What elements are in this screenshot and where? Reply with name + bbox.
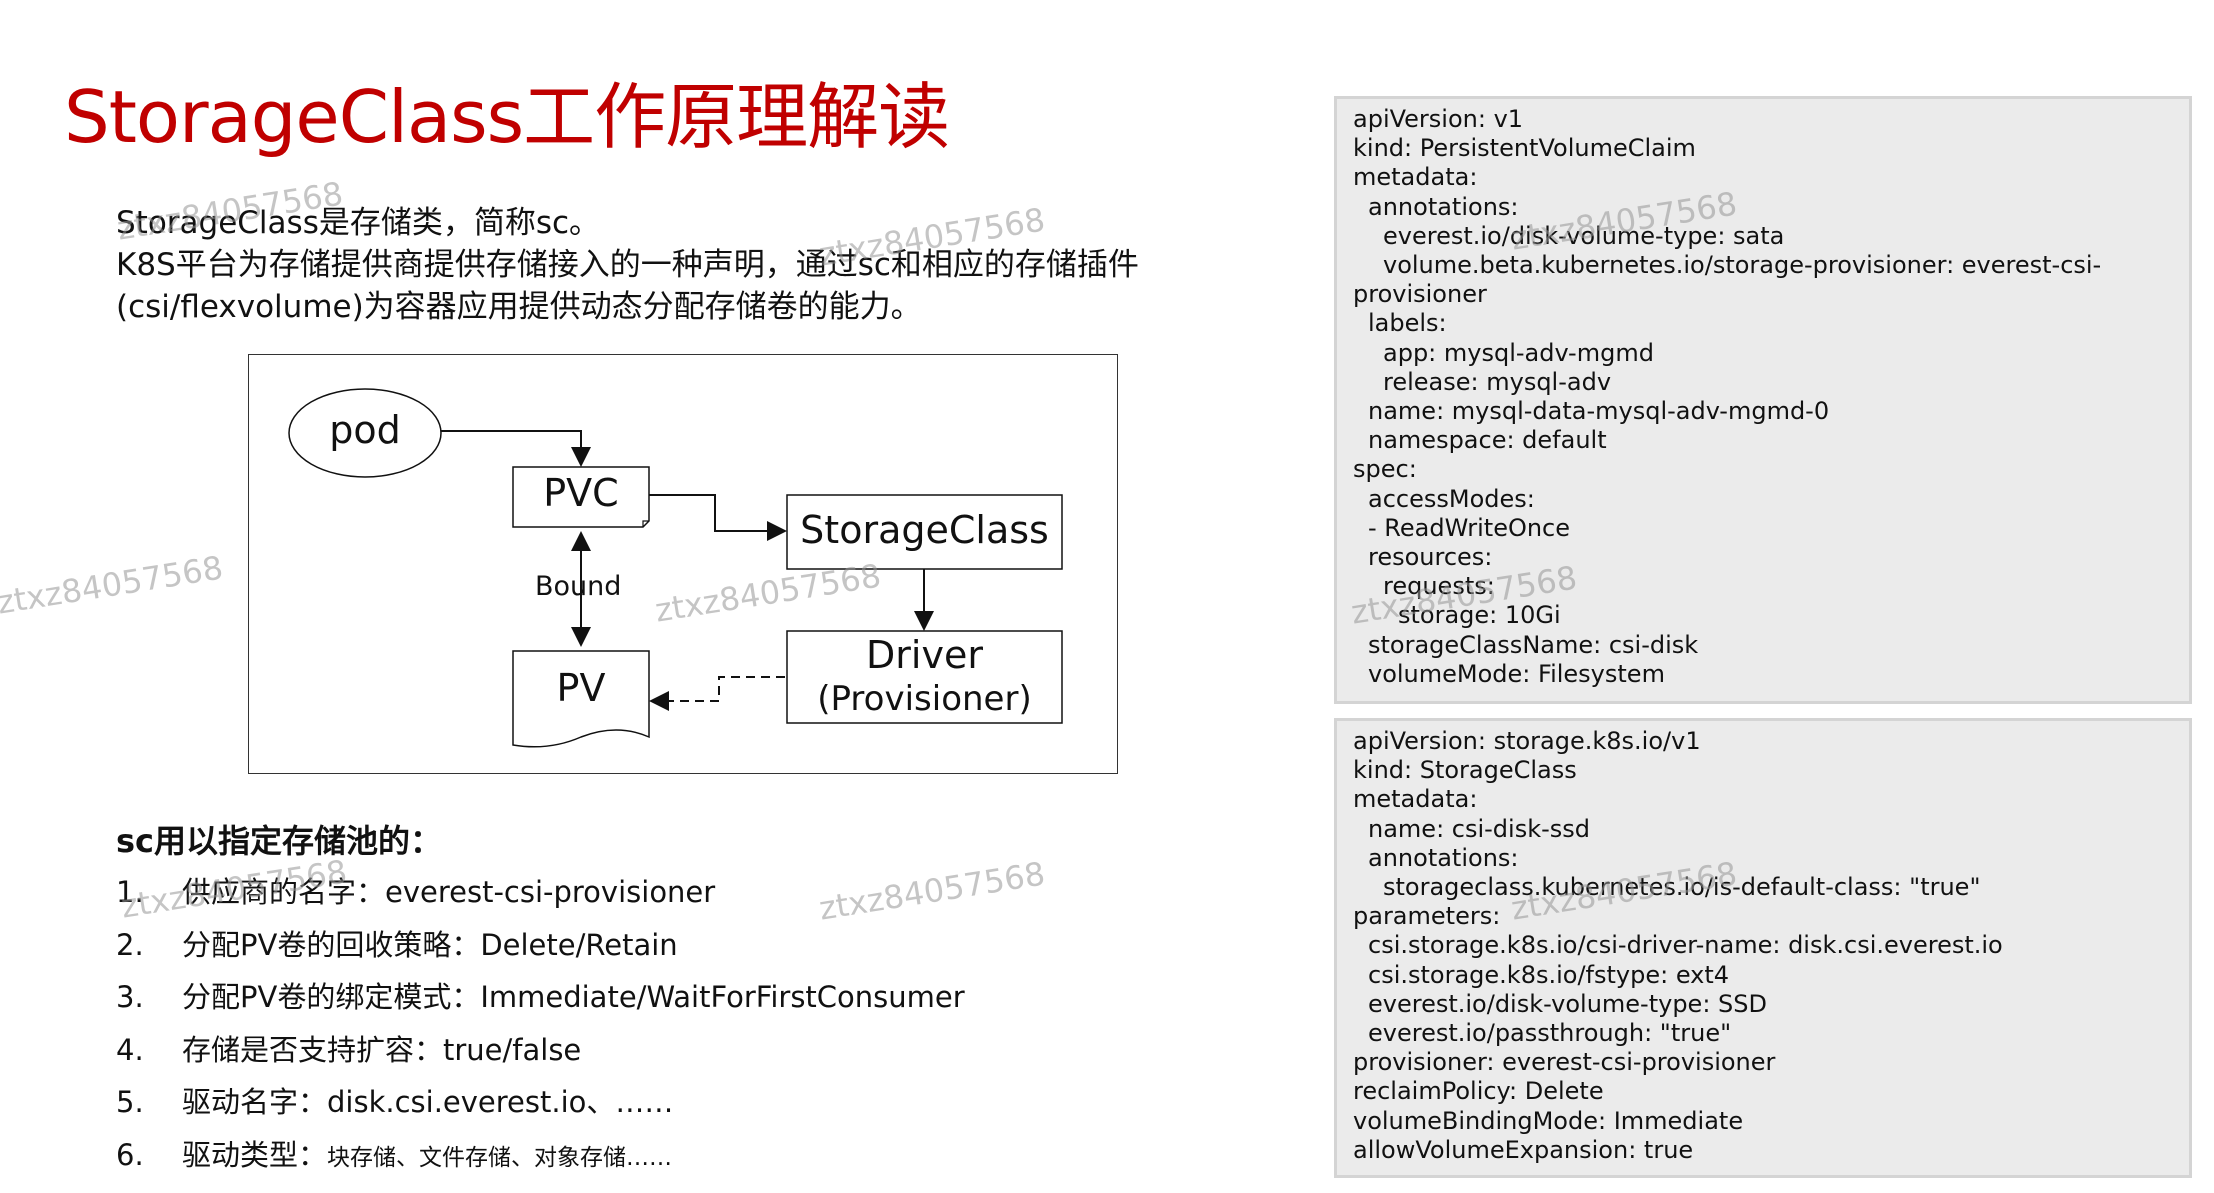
code-line: provisioner <box>1353 280 1487 309</box>
list-item-text: 分配PV卷的回收策略：Delete/Retain <box>182 927 678 962</box>
list-item-number: 3. <box>116 980 144 1014</box>
driver-node <box>786 630 1063 724</box>
code-line: kind: StorageClass <box>1353 756 1577 785</box>
provisioner-label: (Provisioner) <box>817 679 1032 719</box>
code-line: - ReadWriteOnce <box>1368 513 1571 542</box>
code-line: csi.storage.k8s.io/fstype: ext4 <box>1368 960 1730 989</box>
list-item: 2. 分配PV卷的回收策略：Delete/Retain <box>116 925 1266 978</box>
code-line: apiVersion: v1 <box>1353 105 1524 133</box>
code-line: metadata: <box>1353 163 1478 192</box>
code-line: accessModes: <box>1368 484 1535 513</box>
storageclass-node <box>786 494 1063 570</box>
list-item: 3. 分配PV卷的绑定模式：Immediate/WaitForFirstConsu… <box>116 977 1266 1030</box>
list-item-number: 5. <box>116 1085 144 1119</box>
list-item-text: 存储是否支持扩容：true/false <box>182 1032 582 1067</box>
code-line: everest.io/disk-volume-type: SSD <box>1368 989 1767 1018</box>
sc-feature-list: 1. 供应商的名字：everest-csi-provisioner 2. 分配PV卷… <box>116 872 1266 1187</box>
storageclass-label: StorageClass <box>800 508 1049 552</box>
code-line: everest.io/passthrough: "true" <box>1368 1019 1732 1048</box>
bound-label: Bound <box>535 571 622 602</box>
code-line: release: mysql-adv <box>1383 367 1612 396</box>
list-item-text: 驱动类型： <box>182 1137 328 1172</box>
pv-node <box>512 650 650 748</box>
code-line: name: csi-disk-ssd <box>1368 814 1591 843</box>
code-line: everest.io/disk-volume-type: sata <box>1383 221 1785 250</box>
list-item: 5. 驱动名字：disk.csi.everest.io、…… <box>116 1082 1266 1135</box>
list-item: 1. 供应商的名字：everest-csi-provisioner <box>116 872 1266 925</box>
list-item: 4. 存储是否支持扩容：true/false <box>116 1030 1266 1083</box>
pod-node <box>288 388 442 478</box>
code-line: provisioner: everest-csi-provisioner <box>1353 1048 1776 1077</box>
driver-label: Driver <box>866 633 983 677</box>
code-line: metadata: <box>1353 785 1478 814</box>
code-line: volumeMode: Filesystem <box>1368 659 1665 688</box>
list-item-number: 6. <box>116 1137 144 1172</box>
sc-section-heading: sc用以指定存储池的： <box>116 822 443 860</box>
pod-label: pod <box>329 408 401 452</box>
code-line: name: mysql-data-mysql-adv-mgmd-0 <box>1368 397 1830 426</box>
code-line: kind: PersistentVolumeClaim <box>1353 134 1696 163</box>
pvc-label: PVC <box>543 471 619 515</box>
pvc-node <box>512 466 650 528</box>
page-title: StorageClass工作原理解读 <box>64 75 950 159</box>
workflow-diagram: pod PVC StorageClass Driver (Provisioner… <box>248 354 1118 774</box>
code-line: annotations: <box>1368 192 1519 221</box>
list-item-text: 供应商的名字：everest-csi-provisioner <box>182 875 716 909</box>
code-line: labels: <box>1368 309 1447 338</box>
list-item-number: 1. <box>116 875 144 909</box>
code-line: allowVolumeExpansion: true <box>1353 1135 1694 1164</box>
intro-line-2: K8S平台为存储提供商提供存储接入的一种声明，通过sc和相应的存储插件 <box>116 247 1139 283</box>
list-item-number: 2. <box>116 927 144 962</box>
list-item-text: 驱动名字：disk.csi.everest.io、…… <box>182 1085 674 1119</box>
pv-label: PV <box>556 666 606 710</box>
code-line: storageclass.kubernetes.io/is-default-cl… <box>1383 873 1981 902</box>
list-item-number: 4. <box>116 1032 144 1067</box>
code-line: spec: <box>1353 455 1417 484</box>
code-line: parameters: <box>1353 902 1501 931</box>
diagram-shapes <box>288 388 1063 748</box>
intro-paragraph: StorageClass是存储类，简称sc。 K8S平台为存储提供商提供存储接入… <box>116 202 1276 328</box>
code-line: annotations: <box>1368 843 1519 872</box>
intro-line-1: StorageClass是存储类，简称sc。 <box>116 205 601 241</box>
code-line: resources: <box>1368 543 1493 572</box>
list-item-subtext: 块存储、文件存储、对象存储…… <box>327 1144 673 1171</box>
code-line: csi.storage.k8s.io/csi-driver-name: disk… <box>1368 931 2003 960</box>
watermark: ztxz84057568 <box>0 548 226 622</box>
code-line: volumeBindingMode: Immediate <box>1353 1106 1744 1135</box>
code-line: storage: 10Gi <box>1398 601 1561 630</box>
list-item-text: 分配PV卷的绑定模式：Immediate/WaitForFirstConsume… <box>182 980 965 1014</box>
code-line: volume.beta.kubernetes.io/storage-provis… <box>1383 251 2102 280</box>
code-line: apiVersion: storage.k8s.io/v1 <box>1353 727 1701 755</box>
code-line: app: mysql-adv-mgmd <box>1383 338 1654 367</box>
code-line: requests: <box>1383 572 1495 601</box>
list-item: 6. 驱动类型：块存储、文件存储、对象存储…… <box>116 1135 1266 1188</box>
code-line: namespace: default <box>1368 426 1607 455</box>
intro-line-3: (csi/flexvolume)为容器应用提供动态分配存储卷的能力。 <box>116 289 922 325</box>
code-line: storageClassName: csi-disk <box>1368 630 1699 659</box>
code-line: reclaimPolicy: Delete <box>1353 1077 1604 1106</box>
